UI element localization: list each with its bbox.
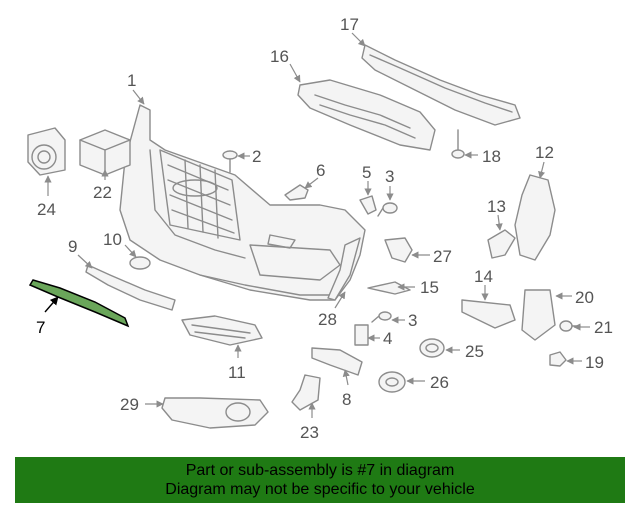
callout-6: 6	[316, 161, 325, 180]
callout-22: 22	[93, 183, 112, 202]
callout-12: 12	[535, 143, 554, 162]
side-bracket-part	[514, 174, 556, 261]
callout-labels: 1 2 3 3 4 5 6 7 8 9 10 11 12 13 14 15 16…	[36, 15, 613, 442]
callout-23: 23	[300, 423, 319, 442]
callout-4: 4	[383, 329, 392, 348]
callout-17: 17	[340, 15, 359, 34]
side-mount-part	[291, 374, 321, 411]
bolt-part	[222, 150, 238, 173]
callout-19: 19	[585, 353, 604, 372]
callout-5: 5	[362, 163, 371, 182]
callout-1: 1	[127, 71, 136, 90]
callout-29: 29	[120, 395, 139, 414]
control-module-part	[79, 129, 131, 176]
screw-part	[377, 202, 398, 217]
callout-16: 16	[270, 47, 289, 66]
sensor-module-part	[27, 127, 66, 176]
energy-absorber-part	[297, 79, 436, 151]
side-grille-part	[181, 315, 263, 346]
callout-26: 26	[430, 373, 449, 392]
callout-3-lower: 3	[408, 311, 417, 330]
parts-diagram: 1 2 3 3 4 5 6 7 8 9 10 11 12 13 14 15 16…	[27, 15, 613, 442]
callout-27: 27	[433, 247, 452, 266]
callout-2: 2	[252, 147, 261, 166]
callout-11: 11	[228, 363, 246, 382]
fog-lamp-trim-part	[161, 397, 269, 429]
reinforcement-part	[311, 347, 363, 376]
holder-part	[521, 289, 556, 341]
callout-7: 7	[36, 318, 45, 337]
bolt-part	[451, 129, 465, 159]
callout-8: 8	[342, 390, 351, 409]
lower-grille-part	[85, 264, 176, 311]
sensor-holder-part	[378, 371, 406, 393]
callout-20: 20	[575, 288, 594, 307]
bolt-part	[559, 320, 581, 332]
callout-21: 21	[594, 318, 613, 337]
callout-25: 25	[465, 342, 484, 361]
footer-banner: Part or sub-assembly is #7 in diagram Di…	[15, 457, 625, 503]
nut-part	[549, 351, 567, 367]
mount-bracket-part	[461, 299, 516, 329]
bumper-cover-part	[119, 104, 366, 301]
park-sensor-part	[419, 338, 445, 358]
callout-10: 10	[103, 230, 122, 249]
callout-3-upper: 3	[385, 167, 394, 186]
impact-bar-part	[361, 44, 521, 126]
screw-part	[371, 311, 392, 323]
callout-18: 18	[482, 147, 501, 166]
clip-part	[359, 195, 377, 215]
spoiler-part-highlighted	[28, 279, 130, 328]
callout-24: 24	[37, 200, 56, 219]
callout-14: 14	[474, 267, 493, 286]
footer-line-2: Diagram may not be specific to your vehi…	[165, 481, 475, 498]
guide-part	[487, 229, 516, 259]
trim-strip-part	[327, 237, 361, 301]
cap-part	[384, 237, 413, 263]
seal-part	[367, 281, 411, 295]
callout-9: 9	[68, 237, 77, 256]
callout-13: 13	[487, 197, 506, 216]
tow-cover-part	[129, 256, 151, 270]
callout-15: 15	[420, 278, 439, 297]
footer-line-1: Part or sub-assembly is #7 in diagram	[185, 462, 455, 479]
callout-28: 28	[318, 310, 337, 329]
leader-lines	[44, 32, 590, 418]
clip-part	[354, 324, 369, 346]
bracket-part	[284, 184, 309, 201]
